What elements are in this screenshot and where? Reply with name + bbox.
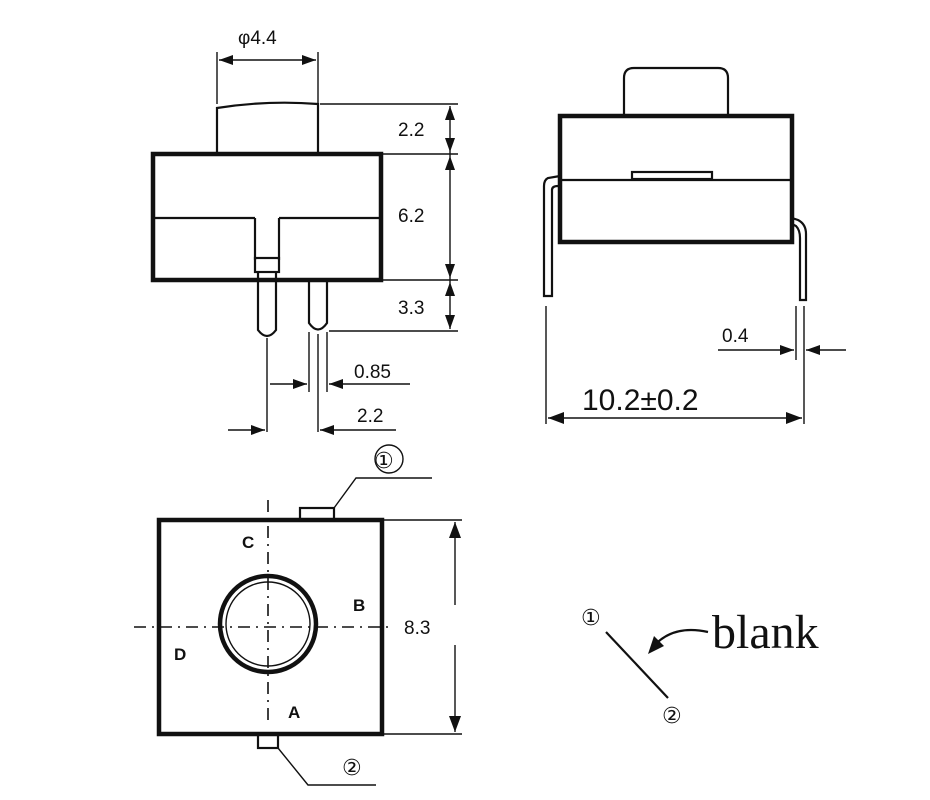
dia-arrow-right — [302, 55, 316, 65]
pitch-arrow-left — [251, 425, 265, 435]
callout-circle-1 — [374, 444, 404, 474]
top-view: C B D A 8.3 ① ② — [134, 444, 462, 786]
dim-pin-length: 3.3 — [398, 298, 424, 319]
dia-arrow-left — [219, 55, 233, 65]
dim-pin-width: 0.85 — [354, 362, 391, 383]
dim-diameter: φ4.4 — [238, 28, 277, 49]
top-terminal-2 — [256, 732, 280, 750]
thickness-arrow-left — [780, 345, 794, 355]
top-terminal-1 — [298, 506, 336, 522]
side-cap — [622, 66, 730, 115]
dim-body-size: 8.3 — [404, 618, 430, 639]
body-arrow-up — [445, 156, 455, 170]
schematic-note: blank — [712, 606, 819, 659]
schematic-terminal-2: ② — [662, 703, 682, 728]
pitch-arrow-right — [320, 425, 334, 435]
label-a: A — [288, 703, 300, 722]
body-arrow-down — [449, 716, 461, 732]
pin-width-arrow-left — [293, 379, 307, 389]
callout-leader-2 — [277, 747, 376, 786]
button-outer-circle — [217, 573, 319, 675]
dim-cap-height: 2.2 — [398, 120, 424, 141]
schematic-terminal-1: ① — [581, 605, 601, 630]
dim-body-height: 6.2 — [398, 206, 424, 227]
side-left-pin — [542, 174, 561, 298]
front-right-pin — [307, 281, 329, 331]
front-left-pin-collar — [253, 256, 281, 274]
schematic-arrowhead — [648, 636, 664, 654]
width-arrow-right — [786, 412, 802, 424]
callout-label-1: ① — [374, 448, 394, 473]
dim-pin-pitch: 2.2 — [357, 406, 383, 427]
body-arrow-up — [449, 522, 461, 538]
width-arrow-left — [548, 412, 564, 424]
pin-arrow-up — [445, 282, 455, 296]
label-d: D — [174, 645, 186, 664]
side-right-pin — [791, 216, 808, 302]
dim-pin-thickness: 0.4 — [722, 326, 749, 347]
callout-leader-1 — [333, 477, 432, 509]
schematic: ① ② blank — [581, 605, 819, 728]
dim-overall-width: 10.2±0.2 — [582, 384, 699, 417]
pin-arrow-down — [445, 315, 455, 329]
label-c: C — [242, 533, 254, 552]
front-left-pin — [256, 272, 278, 338]
thickness-arrow-right — [806, 345, 820, 355]
cap-arrow-down — [445, 138, 455, 152]
callout-label-2: ② — [342, 755, 362, 780]
body-arrow-down — [445, 264, 455, 278]
front-view: φ4.4 2.2 6.2 3.3 0.85 2.2 — [150, 28, 458, 435]
side-latch — [630, 170, 714, 181]
schematic-line — [605, 631, 669, 699]
cap-arrow-up — [445, 106, 455, 120]
label-b: B — [353, 596, 365, 615]
front-cap — [215, 101, 320, 153]
side-view: 0.4 10.2±0.2 — [542, 66, 846, 424]
pin-width-arrow-right — [329, 379, 343, 389]
